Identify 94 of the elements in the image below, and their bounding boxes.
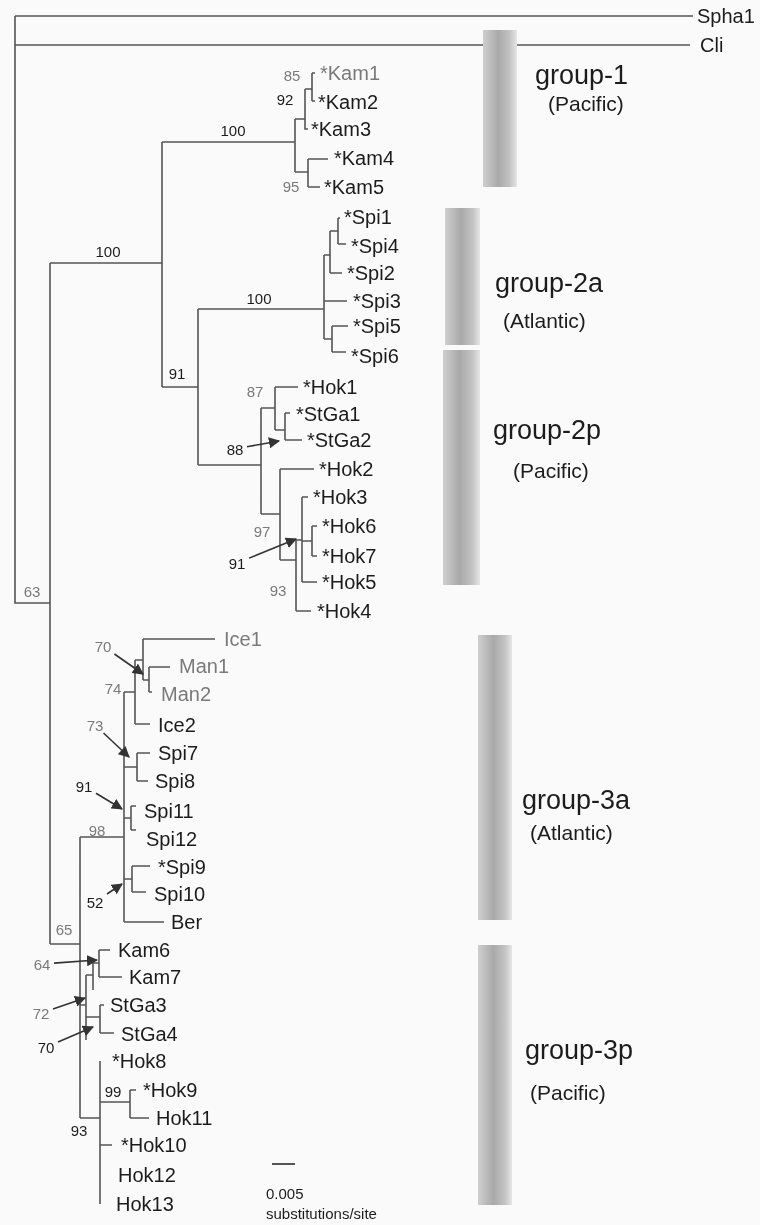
clade-bar [445, 208, 480, 345]
taxon-label: Spi12 [146, 829, 198, 849]
leader-arrow [95, 792, 123, 810]
taxon-label: *Kam5 [324, 177, 385, 197]
taxon-label: *Spi4 [351, 236, 399, 256]
taxon-label: Hok13 [116, 1194, 174, 1214]
taxon-label: Spi10 [154, 884, 206, 904]
taxon-label: *Hok7 [322, 546, 377, 566]
leader-arrow [248, 537, 298, 559]
clade-bar [478, 945, 512, 1205]
bootstrap-value: 87 [246, 383, 264, 399]
taxon-label: Spha1 [697, 6, 755, 26]
bootstrap-value: 99 [104, 1083, 122, 1099]
taxon-label: *Spi5 [353, 316, 401, 336]
bootstrap-value: 91 [228, 555, 246, 571]
leader-arrow [57, 1025, 95, 1043]
leader-arrow [52, 995, 87, 1010]
clade-bar [483, 30, 517, 187]
scale-label: 0.005 [266, 1185, 304, 1201]
taxon-label: *Hok10 [121, 1135, 187, 1155]
taxon-label: Kam6 [118, 940, 171, 960]
taxon-label: Man1 [179, 656, 230, 676]
taxon-label: *StGa1 [296, 404, 361, 424]
taxon-label: *Hok3 [313, 487, 368, 507]
region-label: (Atlantic) [530, 821, 613, 843]
leader-arrow [113, 653, 144, 675]
leader-arrow [246, 437, 281, 449]
taxon-label: Spi11 [144, 801, 194, 821]
bootstrap-value: 70 [37, 1039, 55, 1055]
bootstrap-value: 92 [276, 91, 294, 107]
taxon-label: *Spi9 [158, 857, 206, 877]
region-label: (Atlantic) [503, 309, 586, 331]
bootstrap-value: 91 [168, 365, 186, 381]
bootstrap-value: 72 [32, 1005, 50, 1021]
bootstrap-value: 74 [104, 680, 122, 696]
taxon-label: Hok12 [118, 1165, 176, 1185]
taxon-label: *Kam3 [311, 119, 372, 139]
taxon-label: *Hok6 [322, 516, 377, 536]
taxon-label: Ice2 [158, 715, 196, 735]
taxon-label: *StGa2 [307, 430, 372, 450]
taxon-label: *Kam4 [334, 148, 395, 168]
bootstrap-value: 100 [95, 243, 121, 259]
taxon-label: Hok11 [156, 1108, 213, 1128]
taxon-label: Cli [700, 35, 724, 55]
leader-arrow [53, 955, 99, 967]
taxon-label: *Hok5 [322, 572, 377, 592]
bootstrap-value: 63 [23, 583, 41, 599]
bootstrap-value: 98 [88, 822, 106, 838]
scale-label: substitutions/site [266, 1205, 377, 1221]
bootstrap-value: 93 [70, 1122, 88, 1138]
bootstrap-value: 100 [220, 122, 246, 138]
taxon-label: *Kam1 [320, 63, 381, 83]
taxon-label: *Hok9 [143, 1080, 198, 1100]
taxon-label: *Spi6 [351, 346, 399, 366]
taxon-label: *Hok8 [112, 1051, 167, 1071]
group-label: group-2a [495, 269, 604, 297]
taxon-label: StGa4 [121, 1024, 178, 1044]
bootstrap-value: 97 [253, 523, 271, 539]
group-label: group-1 [535, 61, 629, 89]
taxon-label: *Spi2 [347, 263, 395, 283]
region-label: (Pacific) [548, 92, 624, 114]
taxon-label: Spi8 [155, 771, 196, 791]
bootstrap-value: 64 [33, 956, 51, 972]
clade-bar [443, 350, 480, 585]
bootstrap-value: 95 [282, 178, 300, 194]
bootstrap-value: 52 [86, 894, 104, 910]
group-label: group-3a [522, 786, 631, 814]
taxon-label: *Hok4 [317, 601, 372, 621]
group-label: group-2p [493, 416, 602, 444]
taxon-label: *Spi3 [353, 291, 401, 311]
taxon-label: Ber [171, 912, 203, 932]
leader-arrow [106, 883, 123, 895]
bootstrap-value: 85 [283, 67, 301, 83]
taxon-label: Ice1 [224, 629, 262, 649]
bootstrap-value: 70 [94, 638, 112, 654]
taxon-label: Kam7 [129, 967, 182, 987]
region-label: (Pacific) [513, 459, 589, 481]
taxon-label: StGa3 [110, 995, 167, 1015]
taxon-label: *Spi1 [344, 207, 392, 227]
bootstrap-value: 91 [75, 778, 93, 794]
bootstrap-value: 93 [269, 582, 287, 598]
taxon-label: *Hok1 [303, 377, 358, 397]
group-label: group-3p [525, 1036, 634, 1064]
bootstrap-value: 65 [55, 921, 73, 937]
taxon-label: *Kam2 [318, 92, 379, 112]
leader-arrow [102, 732, 130, 758]
bootstrap-value: 100 [246, 290, 272, 306]
taxon-label: Spi7 [158, 743, 199, 763]
taxon-label: *Hok2 [319, 459, 374, 479]
taxon-label: Man2 [161, 684, 212, 704]
bootstrap-value: 88 [226, 441, 244, 457]
region-label: (Pacific) [530, 1081, 606, 1103]
bootstrap-value: 73 [86, 717, 104, 733]
clade-bar [478, 635, 512, 920]
